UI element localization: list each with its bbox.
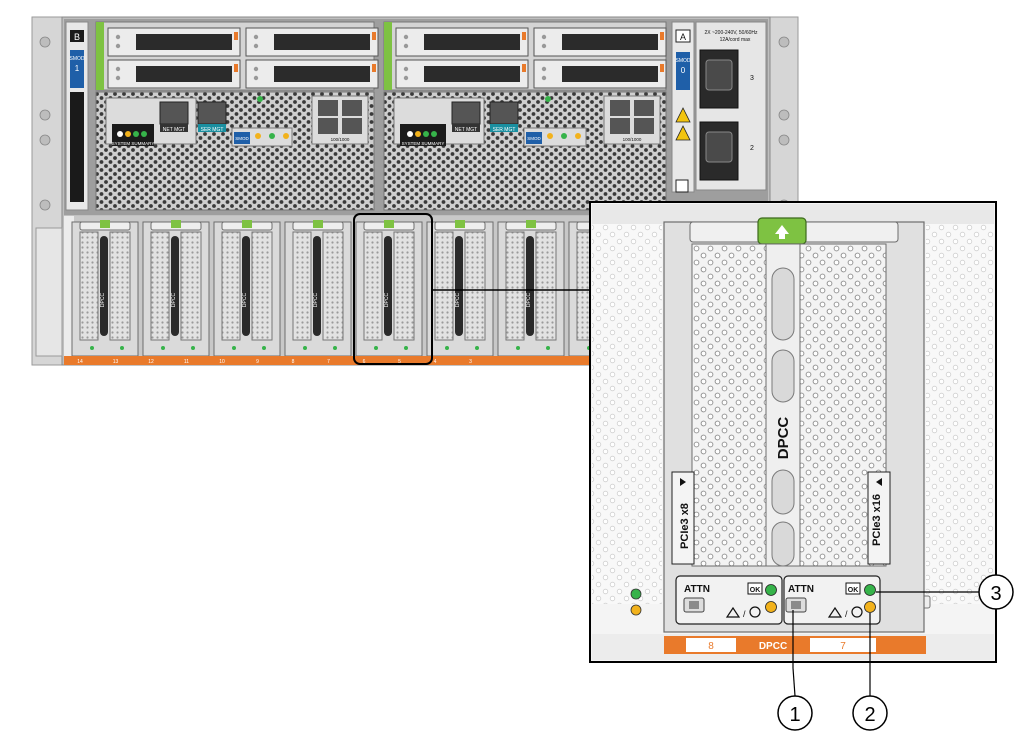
right-warning-icon — [827, 606, 843, 618]
sp-module-right: NET MGT SER MGT SYSTEM SUMMARY SMOD 100/… — [383, 91, 667, 211]
right-service-icon: / — [845, 609, 848, 619]
spm-right-ports-label: 100/1000 — [623, 137, 642, 142]
spm-left-ser-label: SER MGT — [201, 127, 224, 133]
module-label: DPCC — [775, 417, 792, 460]
slot-number-label: 14 — [77, 359, 83, 365]
slot-number-label: 13 — [113, 359, 119, 365]
right-attn-label: ATTN — [788, 584, 814, 595]
dpcc-card-label: DPCC — [313, 293, 319, 308]
dpcc-card-label: DPCC — [526, 293, 532, 308]
highlighted-card-frame — [353, 213, 433, 365]
smod-left-letter: B — [74, 32, 80, 42]
spm-left-smod-label: SMOD — [235, 136, 249, 141]
dpcc-card-label: DPCC — [100, 293, 106, 308]
smod-left-number: 1 — [75, 64, 80, 73]
pcie-left-arrow-icon — [680, 478, 686, 486]
power-supply: 2X ~200-240V, 50/60Hz 12A/cord max 3 2 — [695, 21, 767, 191]
smod-left-badge — [70, 50, 84, 88]
slot-label-strip — [64, 356, 768, 365]
smod-right-badge — [676, 52, 690, 90]
dpcc-card: DPCC — [71, 220, 139, 357]
spm-right-ser-label: SER MGT — [493, 127, 516, 133]
slot-number-label: 7 — [327, 359, 330, 365]
slot-number-label: 11 — [184, 359, 189, 365]
spm-right-net-label: NET MGT — [455, 127, 477, 133]
slot-labels: 14 13 12 11 10 9 8 7 6 5 4 3 — [77, 359, 472, 365]
dpcc-card: DPCC — [355, 220, 423, 357]
chassis: B SMOD 1 A SMOD 0 NET MGT SER MGT SYSTEM… — [31, 16, 799, 366]
pcie-right-arrow-icon — [876, 478, 882, 486]
callout-3-label: 3 — [990, 583, 1001, 605]
dpcc-card: DPCC — [426, 220, 494, 357]
left-warning-icon — [725, 606, 741, 618]
left-fault-led — [765, 601, 777, 613]
right-fault-led — [864, 601, 876, 613]
neighbor-ok-led — [630, 588, 642, 600]
slot-number-label: 12 — [148, 359, 154, 365]
callouts: 1 2 3 — [777, 574, 1014, 731]
dpcc-card-label: DPCC — [455, 293, 461, 308]
detail-slot-left: 8 — [708, 641, 714, 652]
psu-current: 12A/cord max — [720, 37, 751, 43]
slot-number-label: 9 — [256, 359, 259, 365]
left-attn-label: ATTN — [684, 584, 710, 595]
slot-number-label: 10 — [219, 359, 225, 365]
left-service-icon: / — [743, 609, 746, 619]
pcie-left-label: PCIe3 x8 — [679, 503, 691, 549]
dpcc-card: DPCC — [284, 220, 352, 357]
slot-number-label: 4 — [434, 359, 437, 365]
detail-slot-right: 7 — [840, 641, 846, 652]
slot-number-label: 6 — [363, 359, 366, 365]
slot-number-label: 5 — [398, 359, 401, 365]
dpcc-card: DPCC — [142, 220, 210, 357]
left-ok-led — [765, 584, 777, 596]
pcie-right-label: PCIe3 x16 — [871, 494, 883, 546]
neighbor-fault-led — [630, 604, 642, 616]
smod-right-label: SMOD — [676, 58, 691, 64]
left-ok-label: OK — [750, 587, 761, 594]
smod-left-label: SMOD — [70, 56, 85, 62]
callout-3-circle — [978, 574, 1014, 610]
detail-slot-center: DPCC — [759, 641, 787, 652]
drive-bays — [95, 21, 667, 91]
callout-1-label: 1 — [789, 704, 800, 726]
dpcc-card-label: DPCC — [242, 293, 248, 308]
dpcc-card-label: DPCC — [384, 293, 390, 308]
right-ok-led — [864, 584, 876, 596]
spm-right-summary-label: SYSTEM SUMMARY — [402, 141, 445, 146]
left-perforated-panel — [691, 243, 767, 567]
detail-zoom: DPCC PCIe3 x8 PCIe3 x16 ATTN OK / ATTN O… — [589, 201, 997, 663]
smod-right-number: 0 — [681, 66, 686, 75]
spm-left-summary-label: SYSTEM SUMMARY — [112, 141, 155, 146]
psu-cord-top: 3 — [750, 75, 754, 82]
spm-right-smod-label: SMOD — [527, 136, 541, 141]
dpcc-card-label: DPCC — [171, 293, 177, 308]
latch-arrow-icon — [775, 225, 789, 234]
dpcc-card-row: DPCCDPCCDPCCDPCCDPCCDPCCDPCCDPCC — [71, 220, 636, 357]
callout-1-circle — [777, 695, 813, 731]
slot-number-label: 3 — [469, 359, 472, 365]
slot-number-label: 8 — [292, 359, 295, 365]
sp-module-left: NET MGT SER MGT SYSTEM SUMMARY SMOD 100/… — [95, 91, 375, 211]
dpcc-card: DPCC — [213, 220, 281, 357]
spm-left-ports-label: 100/1000 — [331, 137, 350, 142]
right-ok-label: OK — [848, 587, 859, 594]
dpcc-card: DPCC — [497, 220, 565, 357]
spm-left-net-label: NET MGT — [163, 127, 185, 133]
callout-2-circle — [852, 695, 888, 731]
psu-cord-bottom: 2 — [750, 145, 754, 152]
smod-right-letter: A — [680, 32, 686, 42]
callout-2-label: 2 — [864, 704, 875, 726]
psu-rating: 2X ~200-240V, 50/60Hz — [704, 30, 758, 36]
